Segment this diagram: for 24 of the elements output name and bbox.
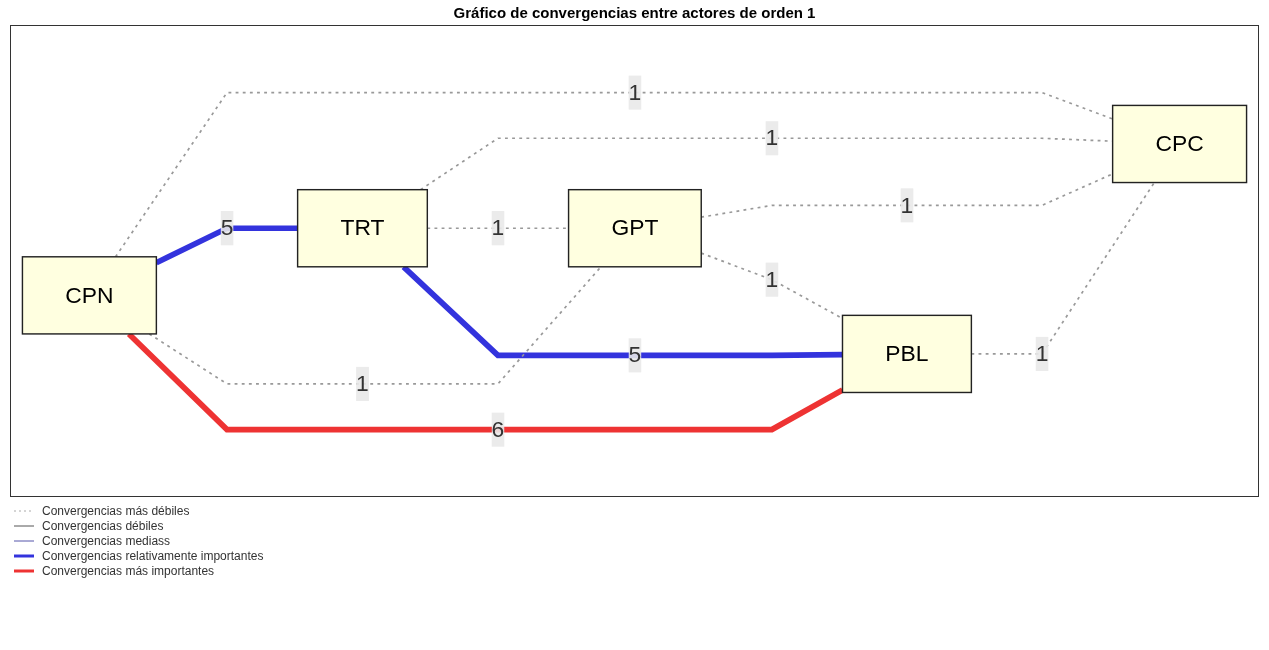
edge-label: 6: [491, 416, 505, 441]
edge-label: 1: [1035, 340, 1049, 366]
edge-label: 1: [900, 192, 914, 217]
connector: [401, 264, 843, 359]
node-box: CPC: [1111, 104, 1248, 184]
legend-label: Convergencias más importantes: [42, 563, 215, 578]
node-box: PBL: [841, 314, 973, 394]
connector: [148, 265, 602, 385]
edge-label: 1: [765, 266, 779, 291]
connector: [155, 225, 298, 266]
edge-label: 1: [628, 79, 642, 104]
edge-label: 5: [628, 342, 642, 367]
chart-title: Gráfico de convergencias entre actores de orden 1: [452, 4, 817, 21]
legend-label: Convergencias mediass: [42, 533, 171, 548]
node-box: CPN: [21, 256, 158, 335]
edge-label: 1: [765, 125, 779, 150]
edge-label: 1: [491, 215, 505, 240]
legend-label: Convergencias débiles: [42, 518, 164, 533]
node-box: TRT: [296, 188, 429, 268]
node-box: GPT: [567, 188, 702, 268]
legend-label: Convergencias relativamente importantes: [42, 548, 264, 563]
legend-label: Convergencias más débiles: [42, 503, 190, 518]
edge-label: 5: [220, 215, 234, 240]
edge-label: 1: [356, 370, 369, 396]
